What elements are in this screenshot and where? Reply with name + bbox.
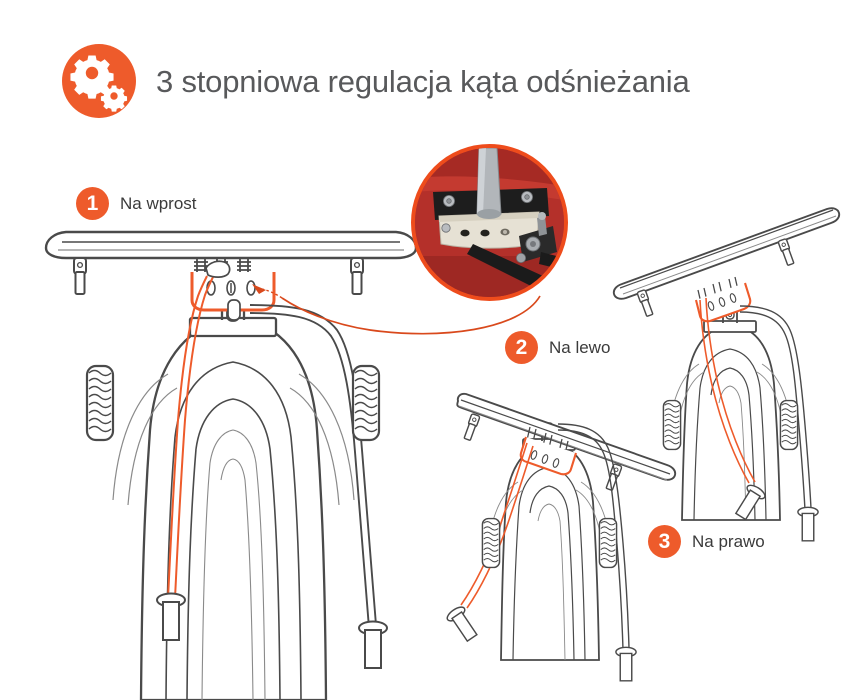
step-badge-left: 2 Na lewo — [505, 331, 610, 364]
machine-body-straight — [139, 320, 328, 700]
adjustment-bracket-right — [519, 436, 578, 476]
pivot-pin-right — [544, 422, 554, 438]
adjustment-pin-knob-straight — [205, 260, 231, 278]
skid-left-2 — [777, 237, 796, 267]
handlebar-grip-left — [797, 506, 819, 542]
adjustment-grip-left — [731, 481, 768, 523]
skid-right-2 — [604, 462, 623, 492]
step-number-2: 2 — [505, 331, 538, 364]
plow-blade-left — [612, 207, 841, 300]
skid-right-1 — [462, 412, 481, 442]
handle-mount-plate — [188, 316, 278, 338]
wheel-left-straight — [85, 364, 115, 442]
skid-left-1 — [636, 288, 655, 318]
handle-mount-plate-left — [703, 320, 757, 333]
wheel-right-straight — [351, 364, 381, 442]
plow-blade-straight — [44, 230, 418, 260]
bracket-closeup-photo — [411, 144, 568, 301]
wheel-left-2 — [662, 399, 682, 451]
handlebar-left — [739, 305, 812, 511]
page-title: 3 stopniowa regulacja kąta odśnieżania — [156, 63, 690, 99]
handlebar-right — [557, 423, 630, 651]
wheel-right-2 — [779, 399, 799, 451]
gears-icon — [62, 44, 136, 118]
adjustment-rod-straight — [167, 274, 215, 599]
handlebar-grip-straight — [358, 620, 388, 669]
wheel-right-3 — [598, 517, 618, 569]
step-badge-straight: 1 Na wprost — [76, 187, 197, 220]
adjustment-bracket-left — [694, 282, 752, 323]
step-label-3: Na prawo — [692, 532, 765, 551]
diagram-right — [444, 392, 677, 682]
handle-mount-plate-right — [522, 438, 576, 451]
plow-blade-right — [456, 392, 677, 481]
diagram-straight — [44, 230, 418, 700]
pivot-pin-straight — [226, 300, 240, 322]
step-number-3: 3 — [648, 525, 681, 558]
diagram-left — [612, 207, 841, 542]
step-badge-right: 3 Na prawo — [648, 525, 765, 558]
adjustment-rod-left — [699, 297, 756, 484]
wheel-left-3 — [481, 517, 501, 569]
handlebar-straight — [227, 299, 377, 629]
step-number-1: 1 — [76, 187, 109, 220]
adjustment-rod-right — [460, 442, 534, 609]
blade-bracket-straps — [194, 258, 251, 276]
adjustment-bracket-straight — [190, 272, 276, 312]
step-label-1: Na wprost — [120, 194, 197, 213]
adjustment-grip-straight — [156, 592, 186, 641]
step-label-2: Na lewo — [549, 338, 611, 357]
pivot-pin-left — [725, 304, 735, 320]
handlebar-grip-right — [615, 646, 637, 682]
header: 3 stopniowa regulacja kąta odśnieżania — [62, 44, 690, 118]
adjustment-grip-right — [444, 603, 482, 645]
